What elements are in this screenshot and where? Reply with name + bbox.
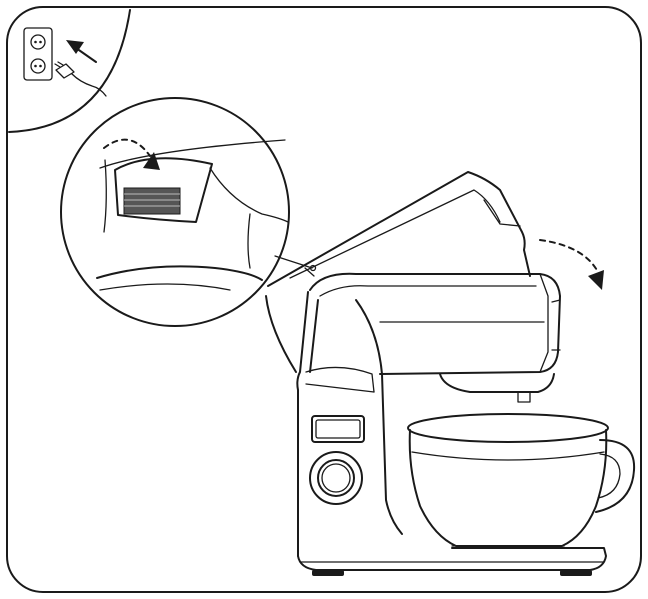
detail-circle [60,97,290,327]
mixer-column [265,291,403,557]
mixer-head-raised [267,171,531,287]
mixer-base [297,547,607,576]
curved-dashed-arrow-icon [103,138,160,170]
detail-leader-line [274,255,313,269]
mixing-bowl [407,413,636,547]
release-button-detail [60,97,317,327]
outer-frame [6,6,642,593]
stand-mixer [265,171,636,576]
curved-dashed-arrow-icon [539,239,604,290]
release-button [114,157,213,223]
button-grip-texture [123,187,181,215]
control-display [311,415,365,443]
bowl-handle [595,439,636,513]
wall-socket-icon [23,27,53,81]
unplug-inset [8,9,131,133]
arrow-icon [66,40,97,63]
control-knob [309,451,363,505]
plug-icon [54,61,107,97]
inset-boundary [8,9,131,133]
mixer-head [309,272,561,403]
